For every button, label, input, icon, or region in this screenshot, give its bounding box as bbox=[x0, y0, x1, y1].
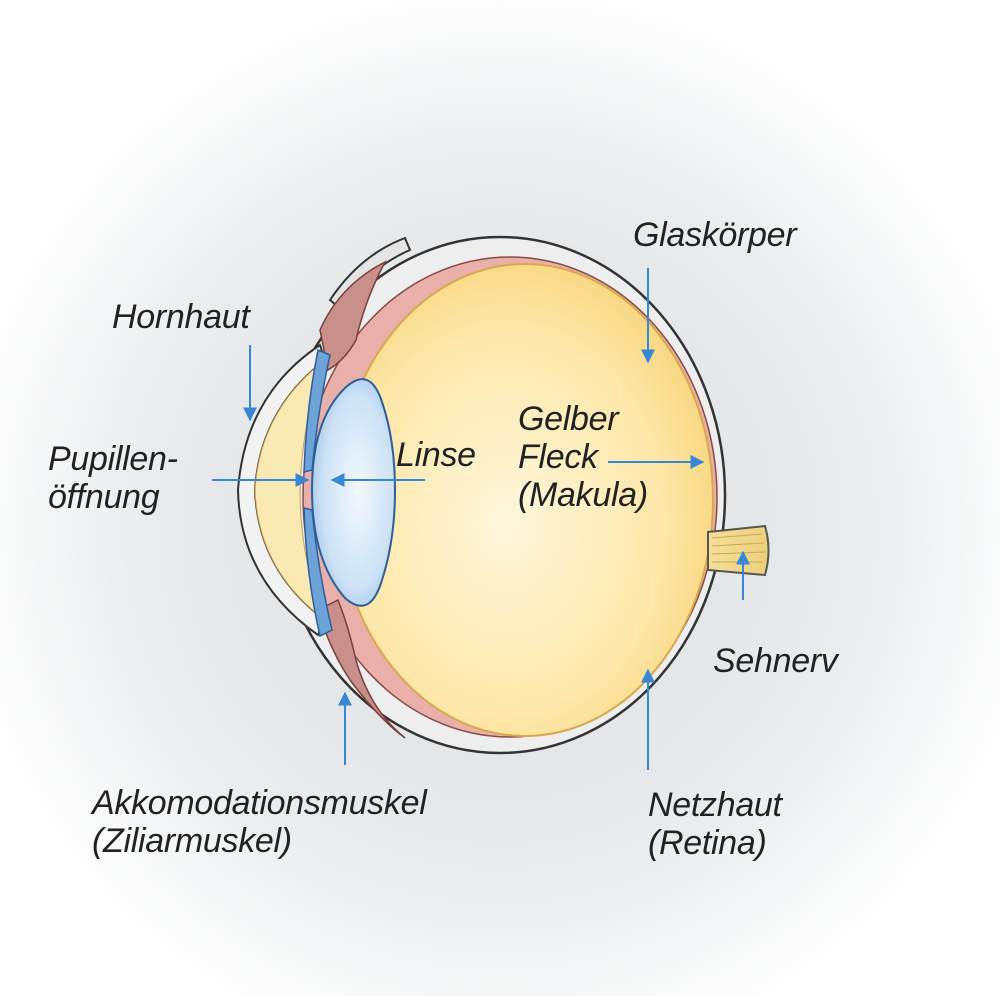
iris-lower bbox=[303, 507, 333, 638]
ciliary-muscle-upper bbox=[319, 260, 387, 372]
label-pupillenoeffnung: Pupillen- öffnung bbox=[48, 440, 178, 516]
label-akkomodationsmuskel: Akkomodationsmuskel (Ziliarmuskel) bbox=[92, 784, 427, 860]
label-hornhaut: Hornhaut bbox=[112, 298, 250, 336]
iris-upper bbox=[303, 348, 331, 473]
label-linse: Linse bbox=[396, 436, 476, 474]
lens bbox=[310, 378, 397, 607]
pointer-arrows bbox=[212, 268, 750, 770]
optic-nerve bbox=[707, 524, 770, 577]
label-gelber-fleck: Gelber Fleck (Makula) bbox=[518, 400, 648, 514]
label-netzhaut: Netzhaut (Retina) bbox=[648, 786, 782, 862]
label-sehnerv: Sehnerv bbox=[713, 642, 838, 680]
ciliary-muscle-lower bbox=[317, 598, 406, 739]
label-glaskoerper: Glaskörper bbox=[633, 216, 797, 254]
